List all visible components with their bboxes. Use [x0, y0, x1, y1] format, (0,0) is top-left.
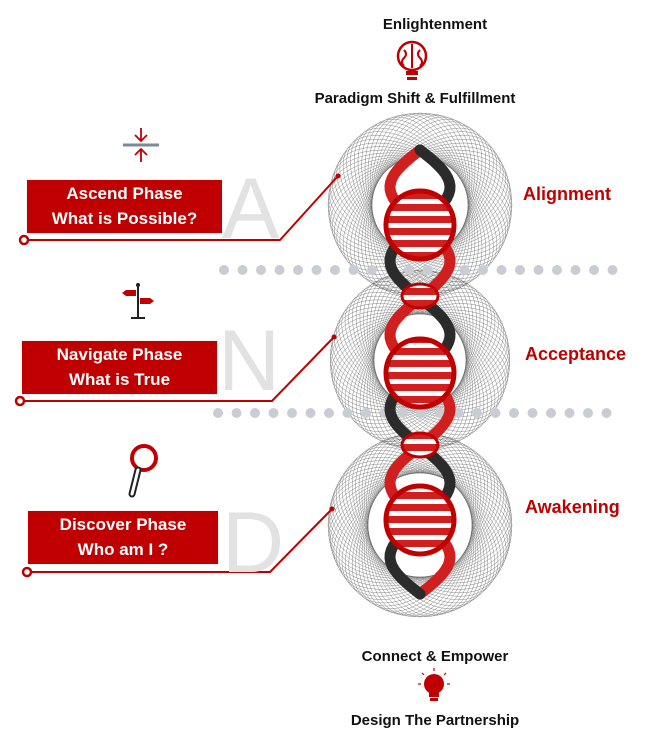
helix-disc-middle — [383, 336, 457, 410]
separator-dots-top — [219, 265, 618, 275]
stage-label-acceptance: Acceptance — [525, 344, 627, 364]
stage-label-alignment: Alignment — [523, 184, 611, 204]
connector-end-dot-2 — [331, 334, 337, 340]
light-bulb-icon — [418, 668, 450, 701]
connector-start-dot-3 — [21, 566, 33, 578]
phase-question-ascend: What is Possible? — [51, 209, 198, 228]
connector-line-ascend — [24, 175, 339, 241]
phase-title-ascend: Ascend Phase — [66, 184, 183, 203]
connector-end-dot-3 — [329, 506, 335, 512]
phase-letter-ascend: A — [222, 161, 280, 257]
phase-letter-navigate: N — [218, 313, 281, 409]
top-title: Enlightenment — [382, 16, 488, 33]
helix-disc-top — [383, 188, 457, 262]
connector-lines — [20, 175, 339, 573]
magnifier-icon — [128, 444, 158, 498]
dna-helix — [383, 144, 457, 600]
signpost-icon — [122, 283, 154, 319]
phase-question-navigate: What is True — [68, 370, 171, 389]
phase-letter-discover: D — [222, 495, 285, 591]
spirograph-bottom — [327, 432, 513, 618]
bottom-title: Connect & Empower — [361, 648, 509, 665]
phase-box-ascend: Ascend Phase What is Possible? — [27, 180, 222, 233]
separator-dots-bottom — [213, 408, 612, 418]
phase-box-discover: Discover Phase Who am I ? — [28, 511, 218, 564]
connector-start-dot-2 — [14, 395, 26, 407]
helix-link-1 — [400, 282, 440, 310]
brain-bulb-icon — [396, 40, 428, 80]
connector-line-navigate — [20, 336, 335, 402]
phase-title-navigate: Navigate Phase — [56, 345, 183, 364]
bottom-subtitle: Design The Partnership — [350, 712, 520, 729]
top-subtitle: Paradigm Shift & Fulfillment — [314, 90, 516, 107]
phase-title-discover: Discover Phase — [59, 515, 187, 534]
compress-arrows-icon — [123, 128, 159, 162]
stage-label-awakening: Awakening — [525, 497, 620, 517]
connector-end-dot-1 — [335, 173, 341, 179]
connector-start-dot-1 — [18, 234, 30, 246]
helix-disc-bottom — [383, 483, 457, 557]
phase-question-discover: Who am I ? — [77, 540, 169, 559]
phase-box-navigate: Navigate Phase What is True — [22, 341, 217, 394]
helix-link-2 — [400, 431, 440, 459]
connector-line-discover — [27, 508, 333, 573]
